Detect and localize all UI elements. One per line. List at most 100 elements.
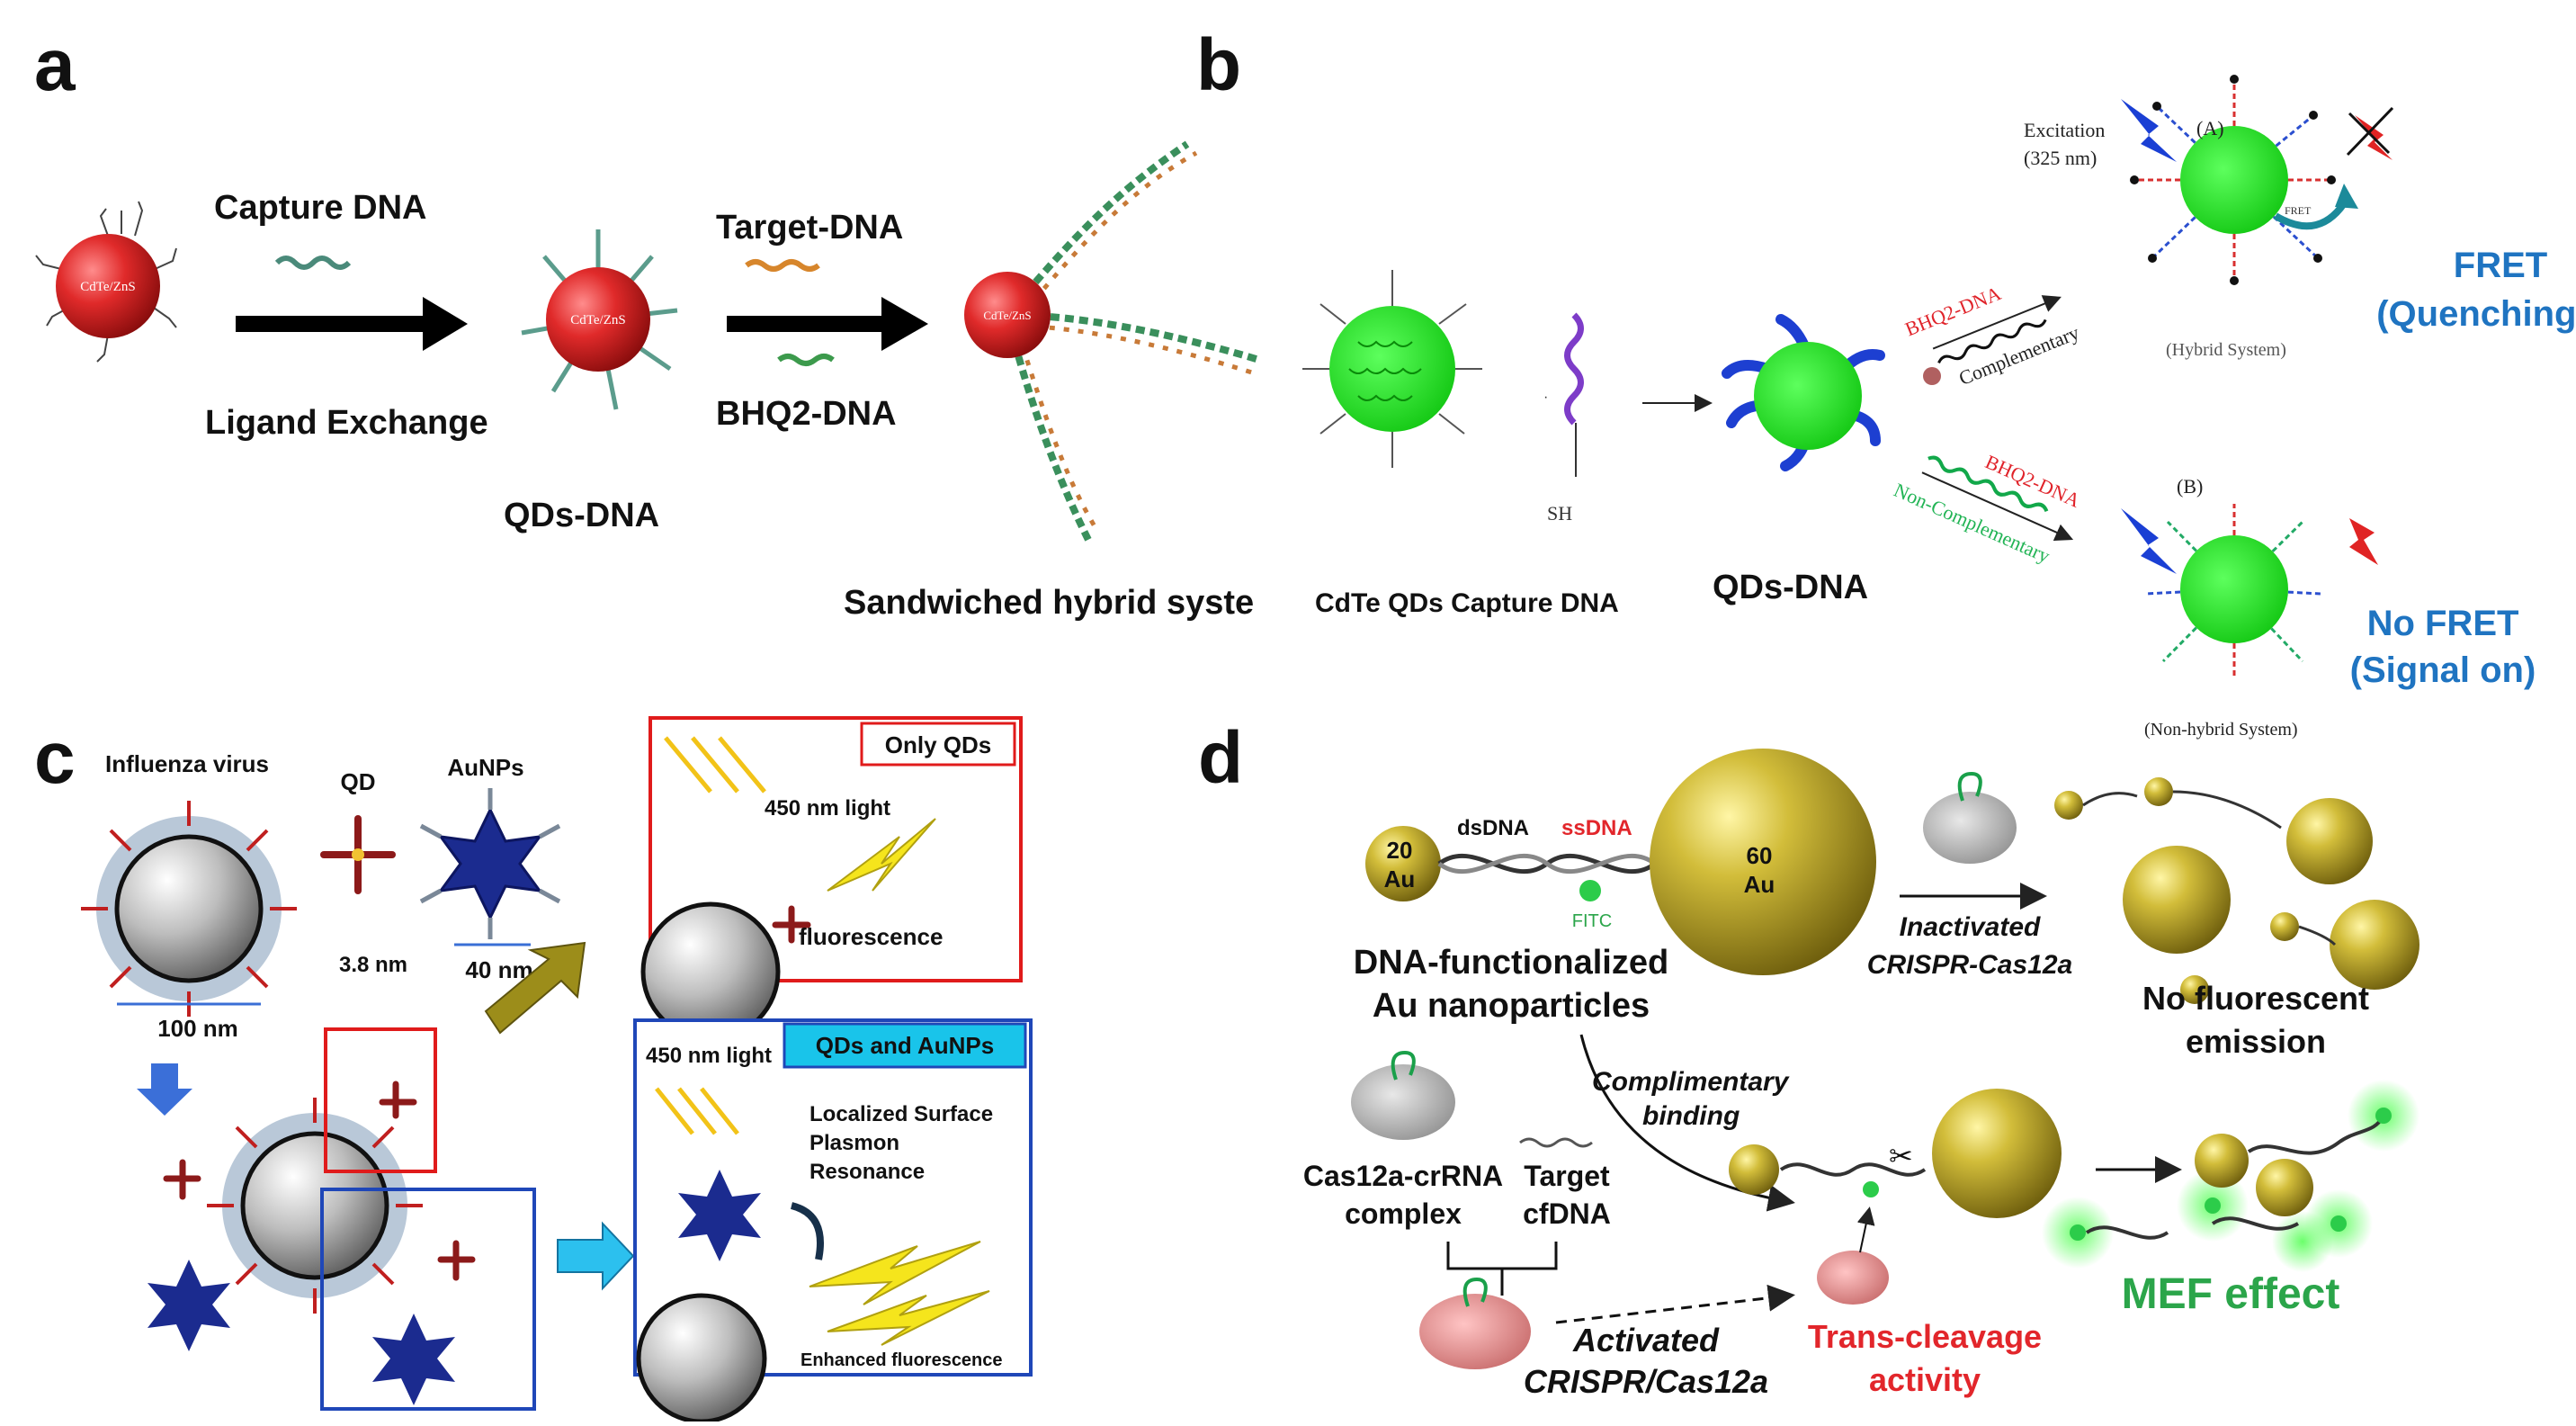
- activated-line2: CRISPR/Cas12a: [1524, 1363, 1768, 1400]
- non-hybrid-system-label: (Non-hybrid System): [2144, 720, 2298, 740]
- panel-a: a CdTe/ZnS Capture DNA Ligand Exchange: [34, 24, 1261, 622]
- ligand-exchange-label: Ligand Exchange: [205, 404, 488, 442]
- target-cfdna-strand: [1519, 1137, 1593, 1148]
- aunp-in-box: [678, 1170, 761, 1261]
- panel-d: d 20 Au dsDNA ssDNA FITC 60 Au DNA-funct…: [1198, 717, 2419, 1400]
- cas12a-crrna-line1: Cas12a-crRNA: [1303, 1160, 1503, 1192]
- au20-sym: Au: [1384, 865, 1416, 892]
- qd-dna-conjugate: CdTe/ZnS: [521, 229, 678, 410]
- fluorescence-bolt: [827, 818, 936, 892]
- bound-dsdna: [1779, 1162, 1927, 1177]
- complimentary-arrow: [1579, 1034, 1795, 1212]
- cas12a-crrna-complex: [1351, 1064, 1455, 1140]
- hybrid-system-label: (Hybrid System): [2166, 340, 2286, 360]
- qd-label: QD: [341, 768, 376, 795]
- excitation-label: Excitation: [2024, 119, 2105, 141]
- no-fluorescent-line2: emission: [2186, 1023, 2326, 1060]
- down-arrow-c: [137, 1063, 192, 1116]
- panel-c: c Influenza virus 100 nm QD 3.8 nm AuNPs: [34, 716, 1033, 1424]
- inactivated-line2: CRISPR-Cas12a: [1867, 950, 2072, 980]
- quenched-cluster: [2054, 777, 2419, 1004]
- target-line1: Target: [1524, 1160, 1610, 1192]
- dna-functionalized-line2: Au nanoparticles: [1373, 987, 1650, 1025]
- trans-cleavage-line2: activity: [1869, 1361, 1981, 1398]
- trans-cleavage-protein: [1817, 1251, 1889, 1305]
- qds-aunps-label: QDs and AuNPs: [816, 1032, 994, 1059]
- capture-dna-label: Capture DNA: [214, 189, 426, 227]
- au20-particle: [1365, 826, 1441, 901]
- influenza-virus-top: [81, 801, 297, 1017]
- only-qds-label: Only QDs: [885, 731, 991, 758]
- panel-a-letter: a: [34, 24, 76, 106]
- au20-num: 20: [1387, 837, 1413, 864]
- cyan-arrow-c: [557, 1221, 635, 1291]
- cdte-qds-capture-caption: CdTe QDs Capture DNA: [1315, 588, 1619, 618]
- arrow-a1-head: [423, 297, 468, 351]
- qd-core-label-2: CdTe/ZnS: [570, 313, 625, 327]
- quench-cross-1: [2346, 106, 2394, 157]
- aunp-star: [419, 788, 561, 939]
- crrna-loop: [1391, 1050, 1416, 1081]
- light-label-1: 450 nm light: [765, 796, 890, 821]
- excitation-bolt-a: [2121, 99, 2177, 162]
- bhq2-dna-strand: [777, 354, 835, 366]
- target-dna-strand: [745, 259, 820, 272]
- non-hybrid-system-b: [2121, 504, 2378, 679]
- activated-cas12a-protein: [1419, 1294, 1531, 1369]
- target-line2: cfDNA: [1523, 1197, 1611, 1230]
- label-a: (A): [2196, 117, 2224, 139]
- excitation-bolt-b: [2121, 508, 2177, 574]
- no-fret-line1: No FRET: [2367, 604, 2519, 643]
- blue-highlight-box: [320, 1188, 536, 1411]
- qds-dna-label-b: QDs-DNA: [1713, 569, 1868, 606]
- target-dna-label: Target-DNA: [716, 209, 903, 247]
- complimentary-line2: binding: [1642, 1101, 1740, 1131]
- enhanced-fluorescence-label: Enhanced fluorescence: [801, 1350, 1003, 1370]
- qd-dna-green: [1722, 314, 1885, 471]
- dsdna-label: dsDNA: [1457, 816, 1529, 840]
- only-qds-tab: [860, 722, 1016, 767]
- no-fret-line2: (Signal on): [2350, 650, 2536, 690]
- qd-size-label: 3.8 nm: [339, 953, 407, 977]
- excitation-nm-label: (325 nm): [2024, 147, 2097, 169]
- dna-functionalized-line1: DNA-functionalized: [1354, 944, 1668, 982]
- sh-label: SH: [1547, 502, 1572, 525]
- crrna-loop-inactive: [1957, 771, 1982, 802]
- sandwiched-hybrid-system: CdTe/ZnS: [964, 140, 1261, 542]
- cas12a-crrna-line2: complex: [1345, 1197, 1462, 1230]
- fitc-label: FITC: [1572, 911, 1612, 931]
- au60-sym: Au: [1744, 871, 1775, 898]
- panel-d-letter: d: [1198, 717, 1243, 799]
- ssdna-label: ssDNA: [1561, 816, 1632, 840]
- influenza-virus-label: Influenza virus: [105, 750, 269, 777]
- qds-dna-label-a: QDs-DNA: [504, 497, 659, 534]
- non-complementary-label: Non-Complementary: [1891, 479, 2053, 568]
- fret-quenching-line2: (Quenching): [2376, 294, 2576, 334]
- dot-separator: ·: [1543, 390, 1548, 405]
- arrow-a2-head: [881, 297, 928, 351]
- panel-c-letter: c: [34, 717, 76, 799]
- enhanced-bolt-1: [809, 1241, 981, 1305]
- fret-quenching-line1: FRET: [2454, 246, 2547, 285]
- quench-cross-2: [2348, 112, 2391, 155]
- cdte-qd-green: [1302, 270, 1482, 468]
- qd-antibody: [320, 815, 396, 894]
- complimentary-line1: Complimentary: [1592, 1067, 1790, 1097]
- capture-dna-thiol: [1564, 312, 1584, 426]
- aunp-size-label: 40 nm: [465, 956, 532, 983]
- bound-fitc: [1863, 1181, 1879, 1197]
- mef-products: [2042, 1080, 2419, 1272]
- activated-crrna-loop: [1462, 1277, 1488, 1307]
- bound-au-large: [1932, 1089, 2062, 1218]
- bhq2-bottom-label: BHQ2-DNA: [1982, 450, 2084, 512]
- qd-core-label: CdTe/ZnS: [80, 280, 135, 294]
- fret-small-label: FRET: [2285, 204, 2312, 217]
- no-fluorescent-line1: No fluorescent: [2142, 980, 2369, 1017]
- sandwiched-hybrid-label: Sandwiched hybrid syste: [844, 584, 1254, 622]
- aunps-label: AuNPs: [447, 754, 523, 781]
- scissors-icon: ✂: [1889, 1140, 1913, 1172]
- red-highlight-box: [324, 1027, 437, 1173]
- enhanced-bolt-2: [827, 1290, 990, 1346]
